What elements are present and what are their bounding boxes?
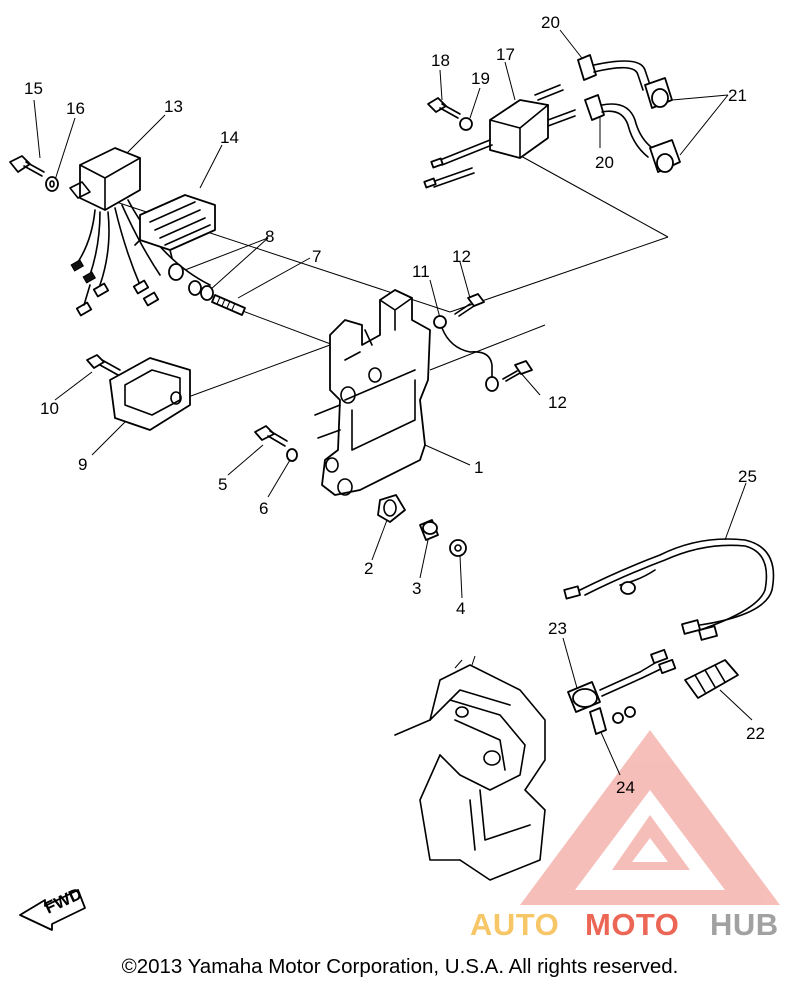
callout-19: 19 bbox=[471, 69, 490, 88]
boot-20-bottom-part bbox=[584, 94, 656, 158]
callout-23: 23 bbox=[548, 619, 567, 638]
callout-7: 7 bbox=[312, 247, 321, 266]
rectifier-part bbox=[134, 194, 216, 259]
callout-15: 15 bbox=[24, 79, 43, 98]
callout-12-bottom: 12 bbox=[548, 393, 567, 412]
lead-wire-11-part bbox=[433, 315, 499, 392]
callout-3: 3 bbox=[412, 579, 421, 598]
callout-18: 18 bbox=[431, 51, 450, 70]
bolt-18-part bbox=[427, 97, 461, 119]
callout-10: 10 bbox=[40, 399, 59, 418]
callout-11: 11 bbox=[412, 262, 430, 281]
callout-2: 2 bbox=[364, 559, 373, 578]
watermark-part3: HUB bbox=[710, 907, 779, 942]
callout-16: 16 bbox=[66, 99, 85, 118]
callout-20-top: 20 bbox=[541, 13, 560, 32]
watermark-wordmark: AUTO MOTO HUB bbox=[470, 907, 779, 942]
callout-1: 1 bbox=[474, 458, 483, 477]
callout-8: 8 bbox=[265, 227, 274, 246]
callout-13: 13 bbox=[164, 97, 183, 116]
harness-25-part bbox=[563, 538, 775, 641]
callout-5: 5 bbox=[218, 475, 227, 494]
callout-12-top: 12 bbox=[452, 247, 471, 266]
cdi-unit-part bbox=[69, 147, 211, 317]
callout-20-bottom: 20 bbox=[595, 153, 614, 172]
callout-22: 22 bbox=[746, 724, 765, 743]
callout-6: 6 bbox=[259, 499, 268, 518]
plug-cap-21-top-part bbox=[644, 77, 673, 109]
callout-labels: 15 16 13 14 8 7 11 12 12 10 9 5 6 1 2 3 … bbox=[24, 13, 765, 797]
screw-12-bottom-part bbox=[502, 360, 533, 382]
bolt-5-part bbox=[254, 425, 288, 447]
screw-10-part bbox=[86, 354, 121, 376]
cover-9-part bbox=[109, 357, 191, 431]
screw-12-top-part bbox=[454, 293, 485, 317]
copyright-text: ©2013 Yamaha Motor Corporation, U.S.A. A… bbox=[121, 955, 679, 978]
callout-9: 9 bbox=[78, 455, 87, 474]
bracket-24-part bbox=[589, 706, 636, 735]
boot-20-top-part bbox=[577, 54, 651, 91]
stud-7-part bbox=[211, 294, 246, 316]
callout-17: 17 bbox=[496, 45, 515, 64]
callout-14: 14 bbox=[220, 128, 239, 147]
watermark-part1: AUTO bbox=[470, 907, 559, 942]
callout-24: 24 bbox=[616, 778, 635, 797]
plug-cap-21-bottom-part bbox=[649, 139, 681, 173]
bolt-15-part bbox=[9, 155, 45, 177]
leader-lines bbox=[33, 29, 753, 776]
washer-16-part bbox=[45, 176, 59, 192]
collar-3-part bbox=[419, 519, 439, 541]
watermark-part2: MOTO bbox=[585, 907, 679, 942]
nut-8-part bbox=[168, 263, 214, 301]
grip-22-part bbox=[684, 659, 739, 699]
callout-25: 25 bbox=[738, 467, 757, 486]
watermark-logo-icon bbox=[520, 730, 780, 905]
grommet-2-part bbox=[377, 494, 406, 523]
switch-23-part bbox=[567, 648, 677, 713]
washer-6-part bbox=[286, 448, 298, 462]
ignition-coil-17-part bbox=[423, 84, 576, 189]
callout-21: 21 bbox=[728, 86, 747, 105]
washer-19-part bbox=[459, 117, 473, 131]
callout-4: 4 bbox=[456, 599, 465, 618]
washer-4-part bbox=[449, 539, 467, 557]
engine-block-outline bbox=[394, 655, 546, 881]
fwd-arrow-icon: FWD bbox=[19, 884, 86, 931]
bracket-1-part bbox=[314, 289, 431, 496]
